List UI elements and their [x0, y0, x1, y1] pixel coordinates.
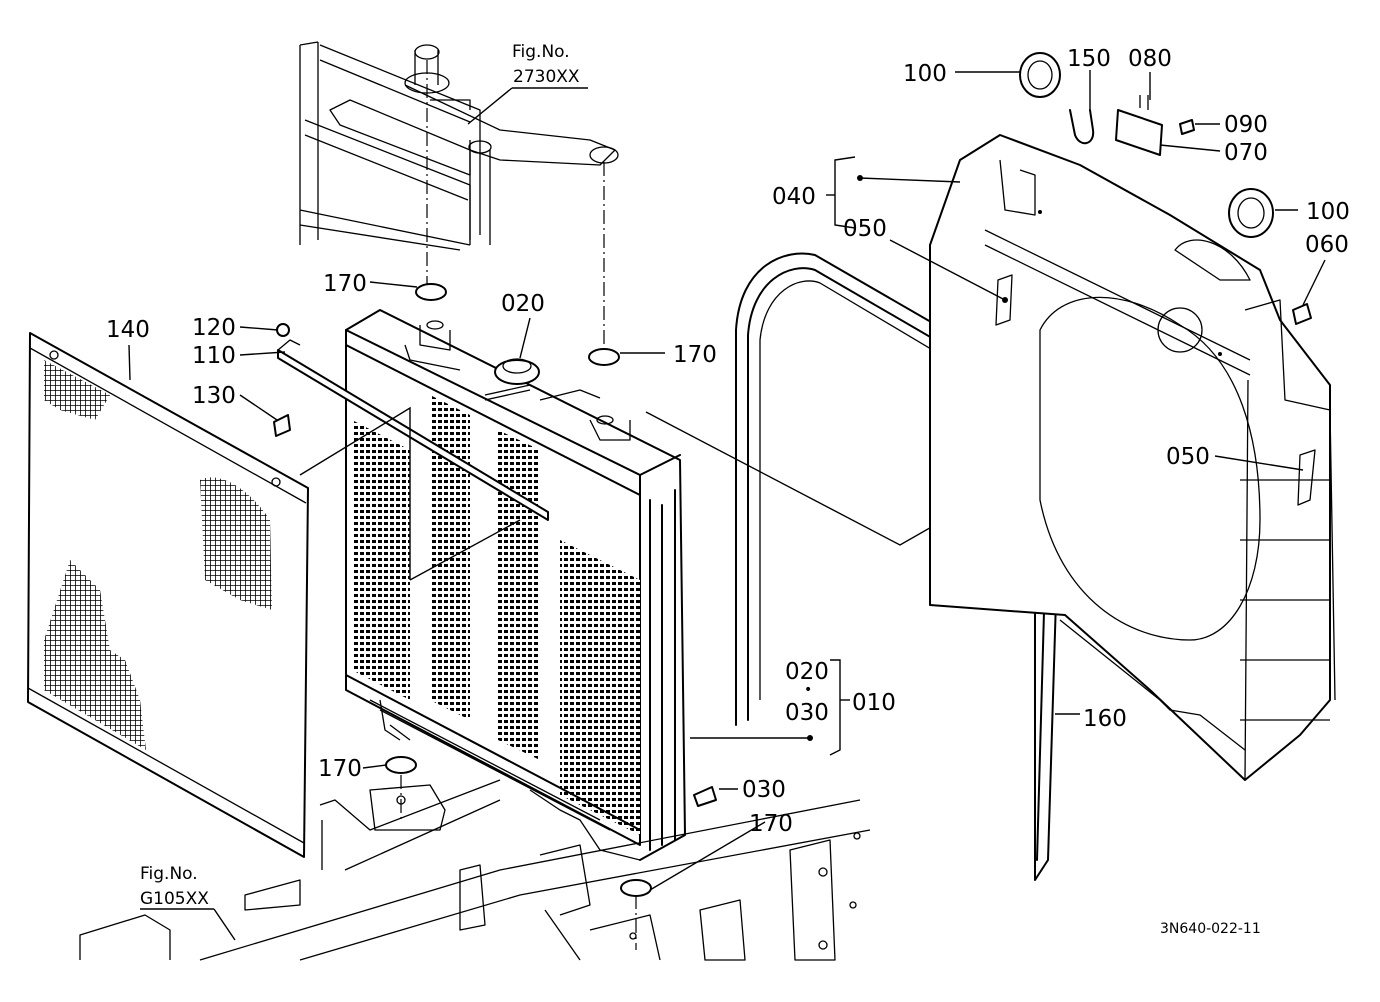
callout-030-group: 030 [785, 700, 829, 726]
fig-ref-top-number: 2730XX [513, 67, 580, 87]
callout-070-plate: 070 [1224, 140, 1268, 166]
callout-labels: 100 150 080 090 070 040 050 100 060 050 … [106, 46, 1350, 937]
callout-140-screen: 140 [106, 317, 150, 343]
callout-060-bolt: 060 [1305, 232, 1349, 258]
callout-150-clip: 150 [1067, 46, 1111, 72]
callout-020-group: 020 [785, 659, 829, 685]
callout-160-seal: 160 [1083, 706, 1127, 732]
callout-050-right: 050 [1166, 444, 1210, 470]
callout-020-cap: 020 [501, 291, 545, 317]
callout-170-bottom-left: 170 [318, 756, 362, 782]
fan-shroud [929, 134, 1336, 781]
callout-170-top-right: 170 [673, 342, 717, 368]
radiator-screen [27, 332, 309, 858]
callout-080-pin: 080 [1128, 46, 1172, 72]
fig-ref-bottom: Fig.No. G105XX [140, 864, 236, 941]
fig-ref-top-label: Fig.No. [512, 42, 570, 62]
callout-170-top-left: 170 [323, 271, 367, 297]
callout-130-bolt: 130 [192, 383, 236, 409]
radiator-assembly [273, 283, 1111, 897]
callout-050-top: 050 [843, 216, 887, 242]
callout-170-bottom-right: 170 [749, 811, 793, 837]
fig-ref-bottom-label: Fig.No. [140, 864, 198, 884]
callout-100-seal-top: 100 [903, 61, 947, 87]
callout-separator-dot: • [804, 682, 812, 698]
callout-100-seal-right: 100 [1306, 199, 1350, 225]
callout-120-nut: 120 [192, 315, 236, 341]
upper-bracket-frame [299, 41, 619, 350]
fig-ref-top: Fig.No. 2730XX [467, 42, 588, 125]
callout-030-drain: 030 [742, 777, 786, 803]
callout-090-bolt: 090 [1224, 112, 1268, 138]
fig-ref-bottom-number: G105XX [140, 889, 209, 909]
leader-dots [807, 175, 1222, 741]
callout-040-fan-shroud: 040 [772, 184, 816, 210]
callout-110-bracket: 110 [192, 343, 236, 369]
lower-frame [79, 775, 871, 961]
callout-010-radiator: 010 [852, 690, 896, 716]
drawing-code: 3N640-022-11 [1160, 921, 1261, 937]
shroud-hardware [1019, 52, 1312, 325]
callout-leaders [128, 70, 1326, 891]
